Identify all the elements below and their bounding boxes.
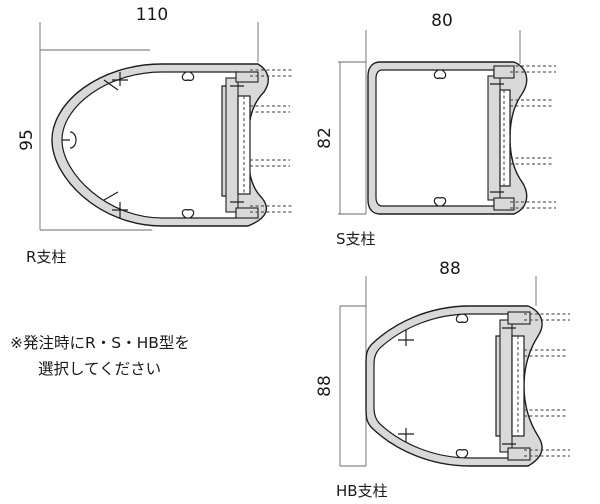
s-post-name: S支柱 [336,230,376,248]
hb-post-height-label: 88 [315,375,335,397]
hb-post-group: 88 88 HB支柱 [315,259,570,500]
s-post-width-label: 80 [431,11,453,31]
s-post-dimension-lines [338,30,521,215]
r-post-mount-rail [225,71,259,219]
r-post-bolt-lines [243,69,294,213]
r-post-ribs [62,71,195,219]
s-post-group: 80 82 S支柱 [315,11,556,248]
r-post-inner-hollow [61,71,239,219]
hb-post-ribs [398,313,469,459]
order-note: ※発注時にR・S・HB型を 選択してください [10,330,290,382]
hb-post-name: HB支柱 [336,482,388,500]
s-post-height-label: 82 [315,127,335,149]
s-post-mount-rail [487,65,515,211]
hb-post-mount-rail [499,311,531,461]
order-note-line-1: ※発注時にR・S・HB型を [10,334,190,352]
hb-post-inner-hollow [373,313,509,459]
r-post-group: 110 95 [17,5,294,266]
r-post-name: R支柱 [26,248,66,266]
s-post-bolt-lines [503,65,556,209]
hb-post-bolt-lines [517,313,570,457]
hb-post-width-label: 88 [439,259,461,279]
s-post-inner-hollow [375,69,495,207]
order-note-line-2: 選択してください [38,360,162,378]
r-post-height-label: 95 [17,129,37,151]
r-post-dimension-lines [39,22,259,231]
r-post-width-label: 110 [136,5,168,25]
s-post-ribs [433,69,447,207]
